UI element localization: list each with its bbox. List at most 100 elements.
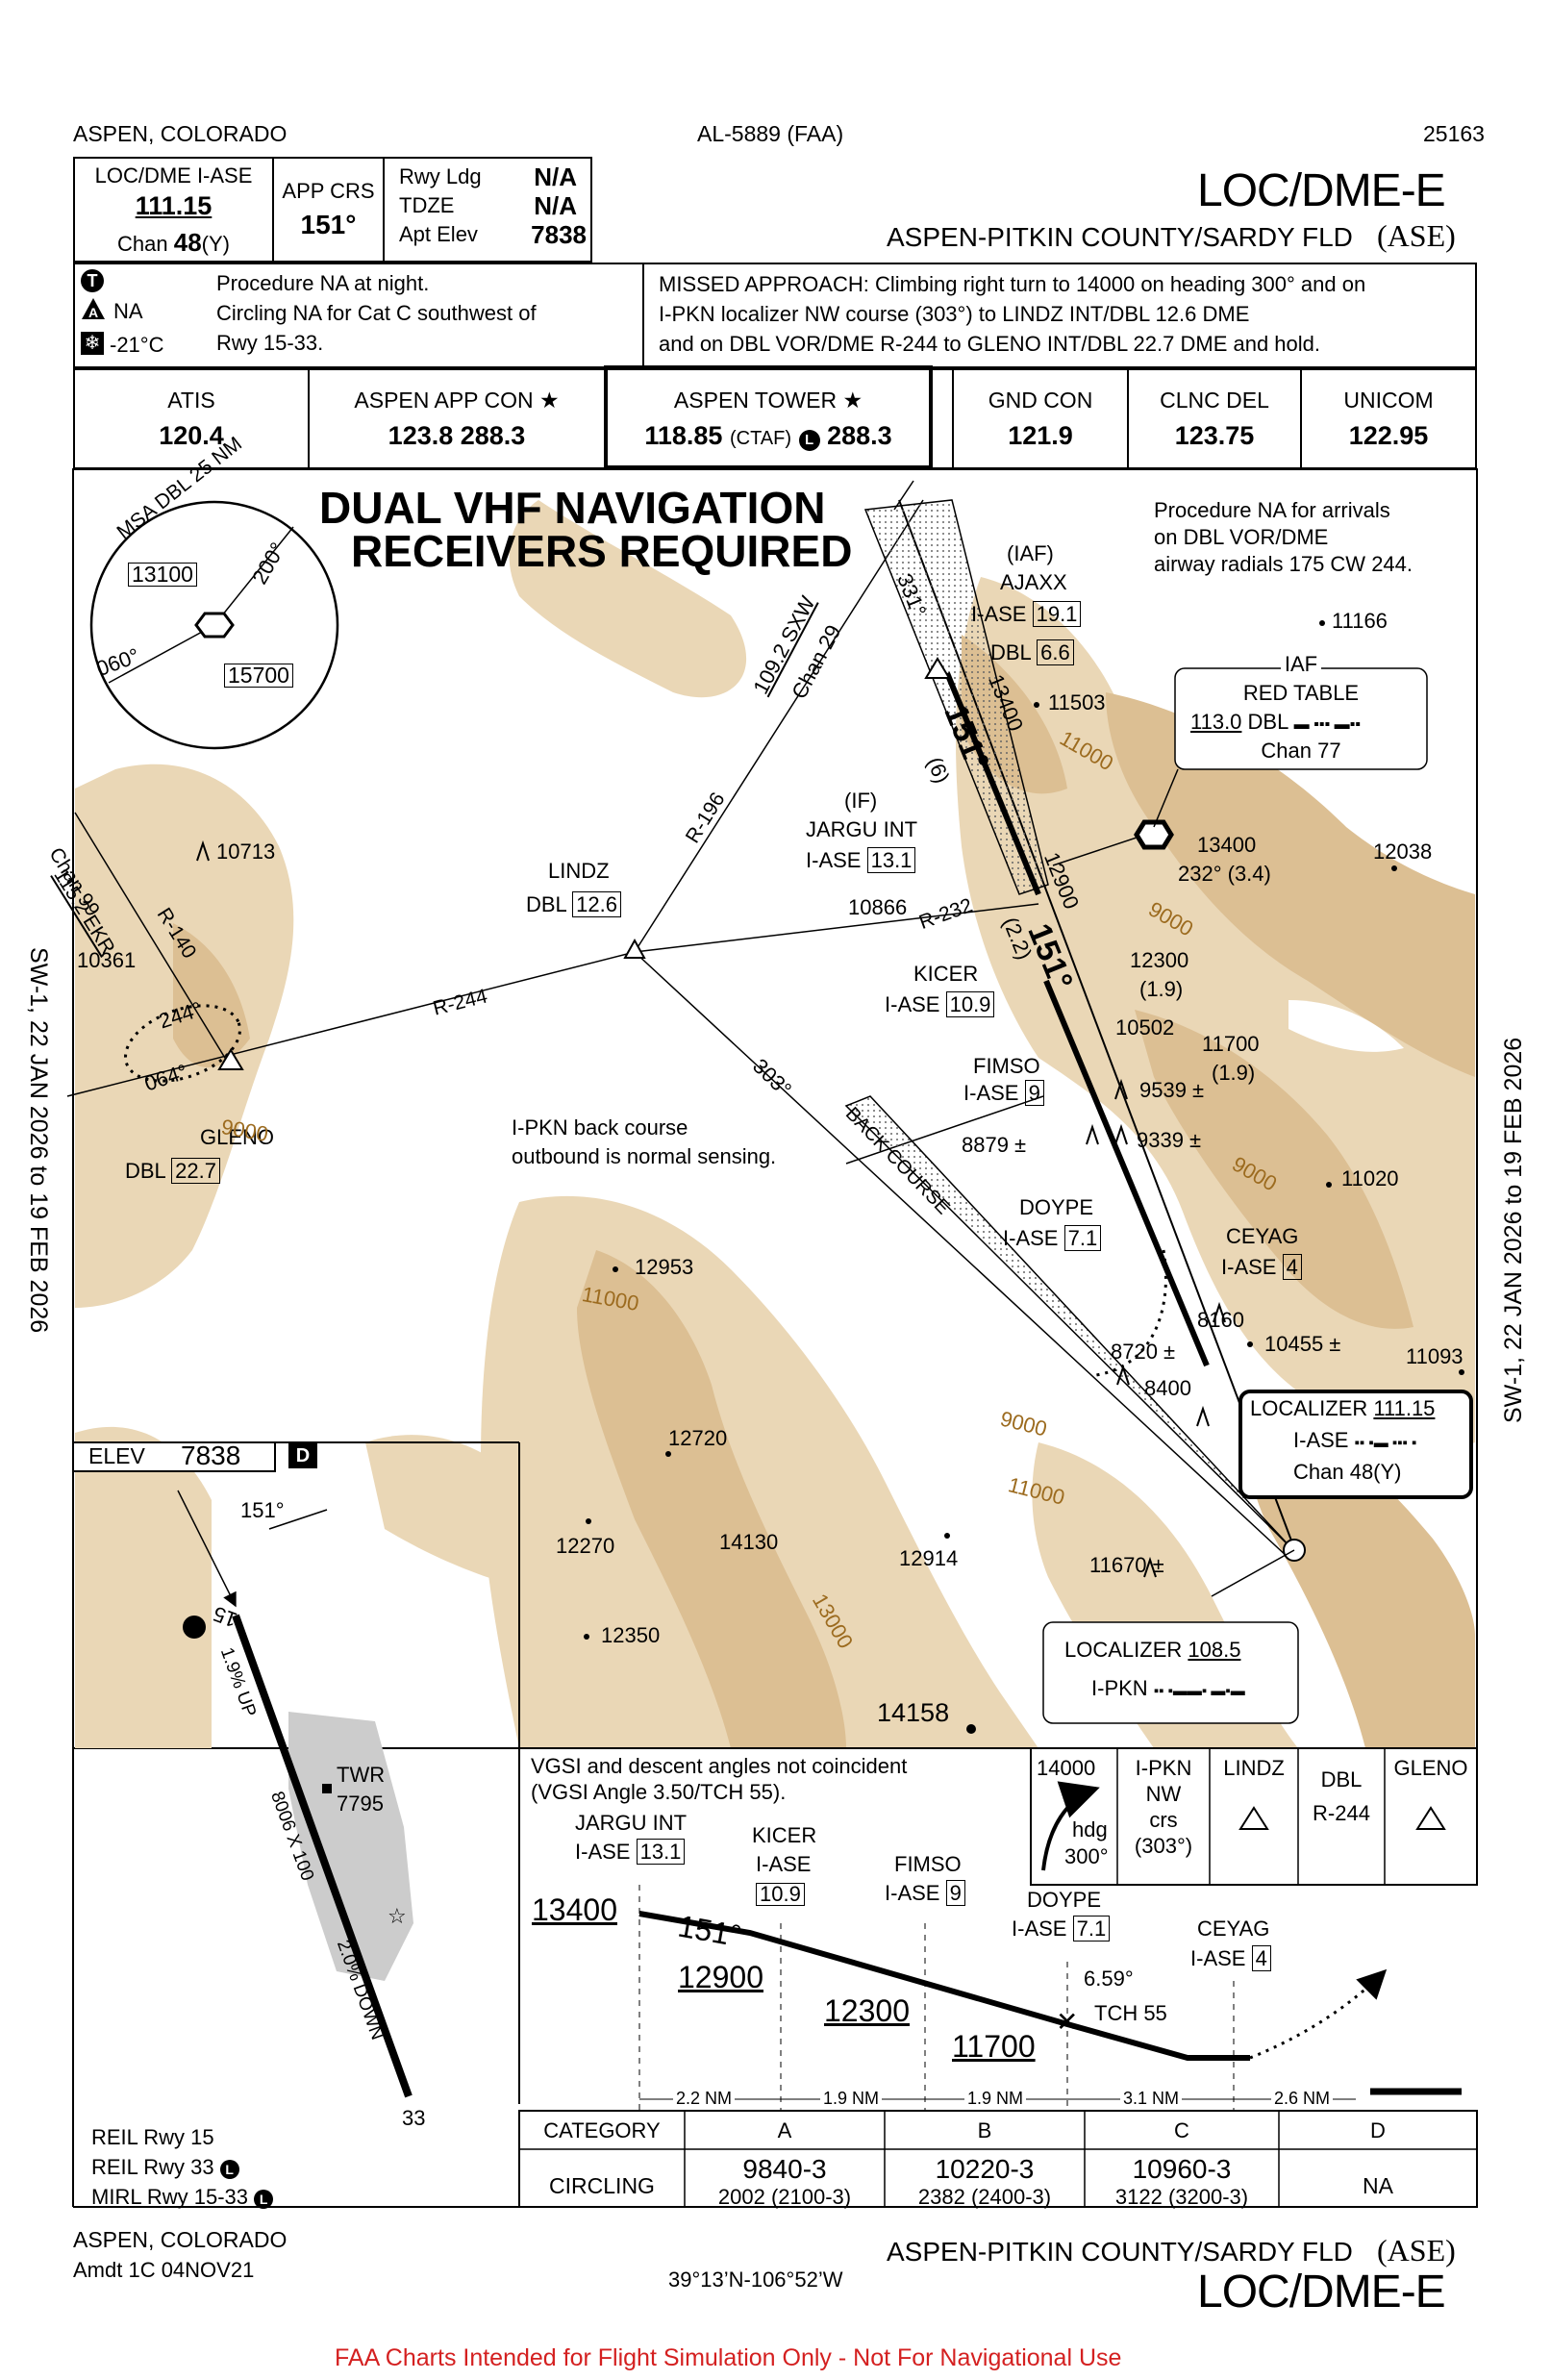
tower-highlight-box — [604, 365, 933, 469]
red-table-freq: 113.0 DBL ▬ ▪▪▪ ▬▪▪ — [1190, 710, 1361, 734]
missed-approach-1: MISSED APPROACH: Climbing right turn to … — [659, 272, 1366, 296]
spot-elevation: 8879 ± — [962, 1133, 1027, 1157]
minima-cat-b: B — [977, 2118, 992, 2142]
loc-pkn-label: LOCALIZER 108.5 — [1064, 1638, 1241, 1662]
ma-crs-value: (303°) — [1134, 1834, 1193, 1858]
gleno-name: GLENO — [200, 1125, 275, 1149]
lindz-name: LINDZ — [548, 859, 610, 883]
minima-a-hat: 2002 (2100-3) — [717, 2185, 852, 2209]
ma-gleno: GLENO — [1393, 1756, 1468, 1780]
doype-ase: I-ASE 7.1 — [1003, 1225, 1102, 1251]
alternate-na: NA — [113, 299, 143, 323]
jargu-name: JARGU INT — [806, 817, 918, 841]
airport-coords: 39°13’N-106°52’W — [668, 2267, 843, 2292]
loc-ase-chan: Chan 48(Y) — [1293, 1460, 1402, 1484]
spot-elevation: 10455 ± — [1264, 1332, 1341, 1356]
tch: TCH 55 — [1094, 2001, 1167, 2025]
loc-pkn-box — [1042, 1621, 1299, 1724]
jargu-if: (IF) — [844, 789, 878, 813]
holding-pattern — [124, 1004, 241, 1083]
spot-elevation: 10502 — [1115, 1015, 1175, 1040]
alternate-minimums-icon: A — [82, 298, 105, 320]
spot-elevation: 12350 — [601, 1623, 661, 1647]
final-approach-leg — [1043, 979, 1210, 1367]
msa-alt-15700: 15700 — [224, 664, 293, 688]
spot-elevation: 9539 ± — [1139, 1078, 1205, 1102]
descent-profile — [638, 1911, 1250, 2061]
morse-code-icon: ▪▪ ▪▬▬▪ ▬▪▬ — [1153, 1683, 1245, 1699]
profile-fimso-ase: I-ASE 9 — [885, 1880, 965, 1906]
cold-temp-icon: ❄ — [81, 332, 104, 355]
apron-area — [288, 1712, 413, 1981]
airport-name: ASPEN-PITKIN COUNTY/SARDY FLD — [887, 222, 1353, 252]
profile-ceyag: CEYAG — [1197, 1917, 1270, 1941]
red-table-vor — [1134, 819, 1174, 850]
spot-elevation: 8400 — [1144, 1376, 1191, 1400]
comm-gnd-freq: 121.9 — [1008, 421, 1073, 450]
spot-elevation: 14130 — [719, 1530, 779, 1554]
proc-na-1: Procedure NA for arrivals — [1154, 498, 1390, 522]
pcl-icon: L — [219, 2160, 239, 2179]
profile-alt-13400: 13400 — [532, 1892, 617, 1927]
min-alt-11700: 11700 — [1202, 1032, 1260, 1056]
location-top: ASPEN, COLORADO — [73, 121, 288, 146]
spot-elevation: 11166 — [1332, 609, 1388, 633]
airport-heading: 151° — [240, 1498, 285, 1522]
profile-fimso: FIMSO — [894, 1852, 962, 1876]
radial-232-3-4: 232° (3.4) — [1178, 862, 1271, 886]
airport-id-bottom: (ASE) — [1377, 2233, 1456, 2267]
airport-elev-label: ELEV — [88, 1443, 145, 1468]
distance-leg: 1.9 NM — [964, 2090, 1027, 2107]
lindz-dbl: DBL 12.6 — [526, 891, 621, 917]
spot-elevation: 12038 — [1373, 839, 1433, 864]
minima-c-hat: 3122 (3200-3) — [1114, 2185, 1249, 2209]
spot-elevation: 11503 — [1048, 690, 1106, 714]
reil-15: REIL Rwy 15 — [91, 2125, 214, 2149]
dme-arc-icon: D — [288, 1443, 317, 1468]
simulation-disclaimer: FAA Charts Intended for Flight Simulatio… — [335, 2344, 1122, 2371]
profile-alt-11700: 11700 — [952, 2029, 1036, 2064]
profile-alt-12300: 12300 — [824, 1993, 910, 2028]
apt-elev-label: Apt Elev — [399, 222, 478, 246]
minima-cat-c: C — [1174, 2118, 1189, 2142]
ma-heading: 300° — [1064, 1844, 1109, 1868]
loc-ase-box — [1238, 1390, 1473, 1499]
spot-elevation: 12914 — [899, 1546, 959, 1570]
red-table-iaf: IAF — [1175, 652, 1427, 676]
kicer-ase: I-ASE 10.9 — [885, 991, 995, 1017]
tower-label: TWR — [337, 1763, 386, 1787]
red-table-name: RED TABLE — [1242, 681, 1360, 705]
gleno-dbl: DBL 22.7 — [125, 1158, 220, 1184]
profile-kicer-dme: 10.9 — [756, 1883, 805, 1906]
comm-app-freq: 123.8 288.3 — [388, 421, 526, 450]
pcl-icon: L — [798, 430, 820, 451]
min-alt-12300: 12300 — [1130, 948, 1189, 972]
rwy-ldg-label: Rwy Ldg — [399, 164, 482, 188]
pcl-icon: L — [254, 2190, 274, 2209]
ma-r244: R-244 — [1313, 1801, 1370, 1825]
comm-app-label: ASPEN APP CON ★ — [354, 388, 560, 413]
distance-leg: 2.6 NM — [1271, 2090, 1334, 2107]
spot-elevation: 13400 — [1197, 833, 1257, 857]
fix-droplines — [638, 1885, 1235, 2111]
missed-approach-2: I-PKN localizer NW course (303°) to LIND… — [659, 302, 1250, 326]
profile-kicer-ase: I-ASE — [756, 1852, 812, 1876]
red-table-chan: Chan 77 — [1261, 739, 1341, 763]
spot-elevation: 11093 — [1406, 1344, 1463, 1368]
minima-d-na: NA — [1363, 2173, 1393, 2198]
fimso-ase: I-ASE 9 — [963, 1080, 1044, 1106]
ajaxx-iaf: (IAF) — [1007, 541, 1054, 565]
beacon-icon: ☆ — [388, 1904, 407, 1928]
profile-kicer: KICER — [752, 1823, 817, 1847]
app-crs-label: APP CRS — [282, 179, 375, 203]
vgsi-note-1: VGSI and descent angles not coincident — [531, 1754, 908, 1778]
min-alt-11700-dme: (1.9) — [1212, 1061, 1256, 1085]
back-course-feather — [844, 1095, 1294, 1551]
morse-code-icon: ▪▪ ▪▬ ▪▪▪ ▪ — [1354, 1435, 1417, 1451]
spot-elevation: 12270 — [556, 1534, 615, 1558]
profile-alt-12900: 12900 — [678, 1960, 763, 1994]
profile-doype: DOYPE — [1027, 1888, 1102, 1912]
lindz-fix — [623, 938, 646, 959]
chart-id: AL-5889 (FAA) — [697, 121, 844, 146]
